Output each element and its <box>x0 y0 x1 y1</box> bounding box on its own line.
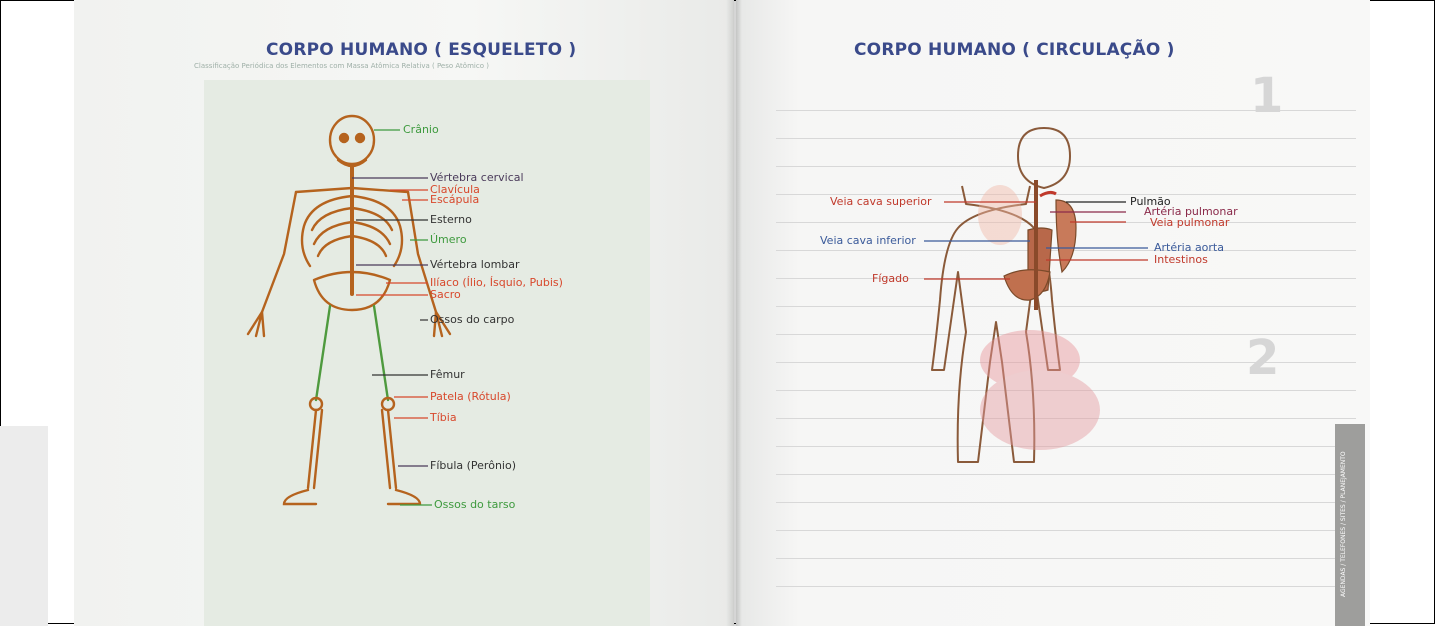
skeleton-lower-legs <box>284 398 420 504</box>
label-figado: Fígado <box>872 273 909 285</box>
label-intestinos: Intestinos <box>1154 254 1208 266</box>
label-fibula: Fíbula (Perônio) <box>430 460 516 472</box>
label-tibia: Tíbia <box>430 412 457 424</box>
label-sacro: Sacro <box>430 289 461 301</box>
label-umero: Úmero <box>430 234 467 246</box>
label-esterno: Esterno <box>430 214 472 226</box>
label-ossos-do-tarso: Ossos do tarso <box>434 499 515 511</box>
label-patela: Patela (Rótula) <box>430 391 511 403</box>
label-escapula: Escápula <box>430 194 479 206</box>
ghost-organs-print-through <box>978 185 1100 450</box>
skeleton-legs <box>316 306 388 400</box>
label-vertebra-lombar: Vértebra lombar <box>430 259 520 271</box>
label-veia-pulmonar: Veia pulmonar <box>1150 217 1229 229</box>
label-veia-cava-inferior: Veia cava inferior <box>820 235 916 247</box>
label-veia-cava-superior: Veia cava superior <box>830 196 932 208</box>
label-ossos-do-carpo: Ossos do carpo <box>430 314 514 326</box>
label-cranio: Crânio <box>403 124 439 136</box>
skeleton-illustration <box>248 116 450 336</box>
label-femur: Fêmur <box>430 369 465 381</box>
